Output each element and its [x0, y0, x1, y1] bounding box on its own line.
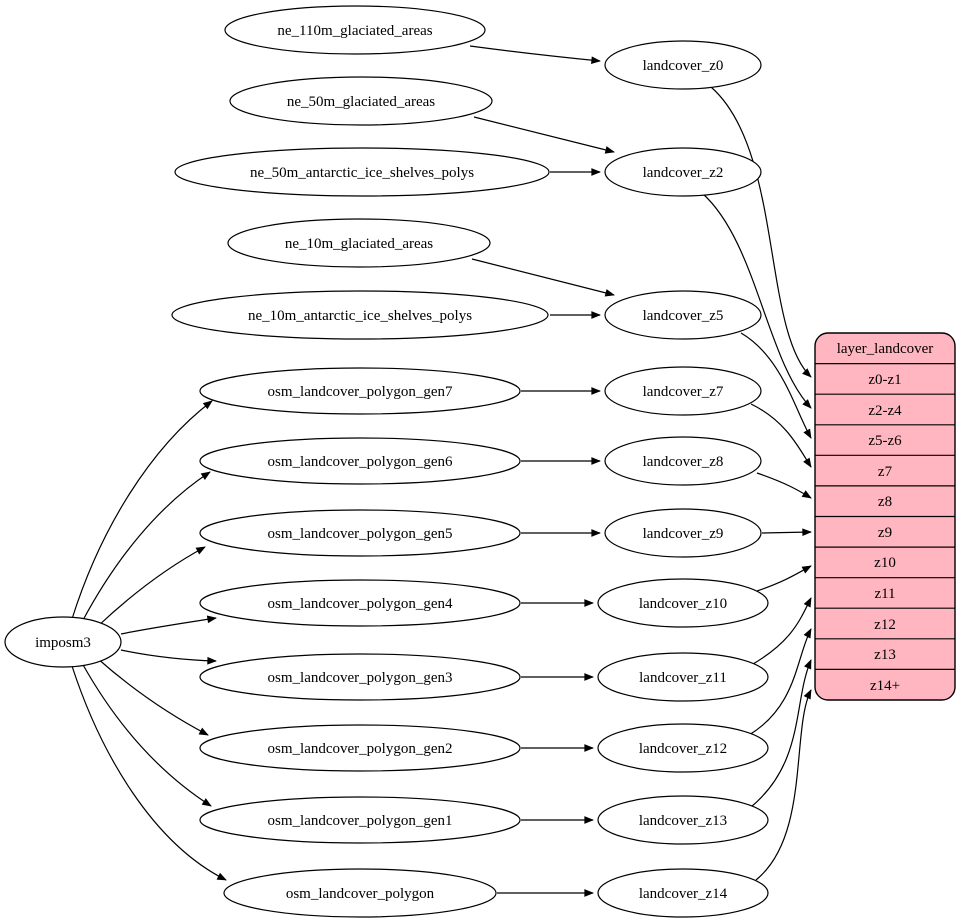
node-osm_landcover_polygon_gen4-label: osm_landcover_polygon_gen4 — [268, 596, 453, 612]
table-row-z14plus: z14+ — [870, 678, 900, 694]
node-osm_landcover_polygon_gen1-label: osm_landcover_polygon_gen1 — [268, 813, 453, 829]
edge-landcover_z9-to-row-z9 — [761, 528, 812, 537]
table-row-z13: z13 — [874, 647, 896, 663]
node-osm_landcover_polygon_gen5: osm_landcover_polygon_gen5 — [199, 509, 521, 557]
node-ne_10m_glaciated_areas-label: ne_10m_glaciated_areas — [285, 236, 433, 252]
node-osm_landcover_polygon_gen7: osm_landcover_polygon_gen7 — [199, 367, 521, 415]
table-title: layer_landcover — [837, 341, 934, 357]
node-landcover_z14-label: landcover_z14 — [639, 886, 728, 902]
table-layer-landcover: layer_landcover z0-z1 z2-z4 z5-z6 z7 z8 … — [814, 332, 956, 701]
node-osm_landcover_polygon_gen7-label: osm_landcover_polygon_gen7 — [268, 384, 453, 400]
node-osm_landcover_polygon_gen4: osm_landcover_polygon_gen4 — [199, 579, 521, 627]
node-ne_10m_glaciated_areas: ne_10m_glaciated_areas — [227, 218, 491, 268]
node-ne_50m_glaciated_areas: ne_50m_glaciated_areas — [229, 76, 493, 126]
node-landcover_z0: landcover_z0 — [604, 40, 762, 90]
node-osm_landcover_polygon_gen1: osm_landcover_polygon_gen1 — [199, 796, 521, 844]
node-osm_landcover_polygon_gen2-label: osm_landcover_polygon_gen2 — [268, 741, 453, 757]
node-osm_landcover_polygon_gen2: osm_landcover_polygon_gen2 — [199, 724, 521, 772]
node-landcover_z7-label: landcover_z7 — [643, 384, 724, 400]
edges-layer — [71, 45, 812, 897]
table-row-z10: z10 — [874, 555, 896, 571]
node-osm_landcover_polygon-label: osm_landcover_polygon — [286, 886, 435, 902]
table-row-z2-z4: z2-z4 — [868, 403, 902, 419]
edge-landcover_z11-to-row-z11 — [752, 597, 812, 665]
node-landcover_z8: landcover_z8 — [604, 436, 762, 486]
node-landcover_z9-label: landcover_z9 — [643, 526, 724, 542]
table-row-z5-z6: z5-z6 — [868, 433, 902, 449]
edge-imposm3-to-osm_landcover_polygon_gen5 — [96, 546, 206, 628]
edge-imposm3-to-osm_landcover_polygon — [71, 665, 227, 881]
edge-landcover_z0-to-row-z0-z1 — [710, 86, 812, 378]
edge-imposm3-to-osm_landcover_polygon_gen2 — [96, 657, 209, 736]
node-landcover_z11-label: landcover_z11 — [639, 670, 727, 686]
edge-imposm3-to-osm_landcover_polygon_gen7 — [71, 400, 213, 620]
node-ne_10m_antarctic_ice_shelves_polys: ne_10m_antarctic_ice_shelves_polys — [171, 290, 549, 340]
node-osm_landcover_polygon_gen3: osm_landcover_polygon_gen3 — [199, 653, 521, 701]
table-row-z12: z12 — [874, 617, 896, 633]
node-landcover_z8-label: landcover_z8 — [643, 454, 724, 470]
table-row-z8: z8 — [878, 494, 892, 510]
edge-landcover_z2-to-row-z2-z4 — [701, 192, 812, 409]
node-ne_110m_glaciated_areas-label: ne_110m_glaciated_areas — [277, 23, 432, 39]
edge-imposm3-to-osm_landcover_polygon_gen6 — [81, 471, 211, 623]
node-landcover_z5: landcover_z5 — [604, 290, 762, 340]
node-imposm3-label: imposm3 — [35, 635, 91, 651]
nodes-layer: imposm3 ne_110m_glaciated_areas landcove… — [4, 5, 769, 918]
node-ne_110m_glaciated_areas: ne_110m_glaciated_areas — [224, 5, 486, 55]
node-landcover_z13-label: landcover_z13 — [639, 813, 727, 829]
node-ne_50m_glaciated_areas-label: ne_50m_glaciated_areas — [287, 94, 435, 110]
node-osm_landcover_polygon: osm_landcover_polygon — [223, 868, 497, 918]
edge-landcover_z13-to-row-z13 — [750, 659, 812, 808]
node-osm_landcover_polygon_gen5-label: osm_landcover_polygon_gen5 — [268, 526, 453, 542]
node-landcover_z11: landcover_z11 — [597, 652, 769, 702]
edge-ne_110m_glaciated_areas-to-landcover_z0 — [469, 45, 601, 64]
edge-landcover_z12-to-row-z12 — [748, 628, 812, 736]
edge-landcover_z14-to-row-z14plus — [755, 689, 812, 881]
table-row-z0-z1: z0-z1 — [868, 372, 901, 388]
node-osm_landcover_polygon_gen6-label: osm_landcover_polygon_gen6 — [268, 454, 453, 470]
node-landcover_z0-label: landcover_z0 — [643, 58, 724, 74]
edge-landcover_z10-to-row-z10 — [756, 565, 812, 592]
edge-ne_50m_glaciated_areas-to-landcover_z2 — [473, 116, 615, 154]
node-landcover_z13: landcover_z13 — [597, 795, 769, 845]
table-row-z7: z7 — [878, 464, 893, 480]
node-landcover_z9: landcover_z9 — [604, 508, 762, 558]
node-landcover_z14: landcover_z14 — [597, 868, 769, 918]
node-landcover_z10: landcover_z10 — [597, 578, 769, 628]
edge-ne_10m_glaciated_areas-to-landcover_z5 — [471, 258, 615, 297]
node-osm_landcover_polygon_gen3-label: osm_landcover_polygon_gen3 — [268, 670, 453, 686]
edge-landcover_z7-to-row-z7 — [750, 403, 812, 468]
node-ne_50m_antarctic_ice_shelves_polys: ne_50m_antarctic_ice_shelves_polys — [174, 147, 550, 197]
node-landcover_z7: landcover_z7 — [604, 366, 762, 416]
table-row-z11: z11 — [874, 586, 895, 602]
node-landcover_z12: landcover_z12 — [597, 723, 769, 773]
node-imposm3: imposm3 — [4, 616, 122, 668]
edge-imposm3-to-osm_landcover_polygon_gen3 — [120, 649, 217, 665]
edge-landcover_z8-to-row-z8 — [756, 472, 812, 499]
edge-imposm3-to-osm_landcover_polygon_gen4 — [120, 615, 217, 635]
node-landcover_z2-label: landcover_z2 — [643, 165, 724, 181]
node-landcover_z10-label: landcover_z10 — [639, 596, 727, 612]
edge-landcover_z5-to-row-z5-z6 — [740, 332, 812, 439]
node-landcover_z2: landcover_z2 — [604, 147, 762, 197]
table-row-z9: z9 — [878, 525, 892, 541]
node-ne_10m_antarctic_ice_shelves_polys-label: ne_10m_antarctic_ice_shelves_polys — [248, 308, 472, 324]
node-osm_landcover_polygon_gen6: osm_landcover_polygon_gen6 — [199, 437, 521, 485]
node-landcover_z5-label: landcover_z5 — [643, 308, 724, 324]
node-landcover_z12-label: landcover_z12 — [639, 741, 727, 757]
node-ne_50m_antarctic_ice_shelves_polys-label: ne_50m_antarctic_ice_shelves_polys — [250, 165, 474, 181]
edge-imposm3-to-osm_landcover_polygon_gen1 — [81, 662, 212, 807]
